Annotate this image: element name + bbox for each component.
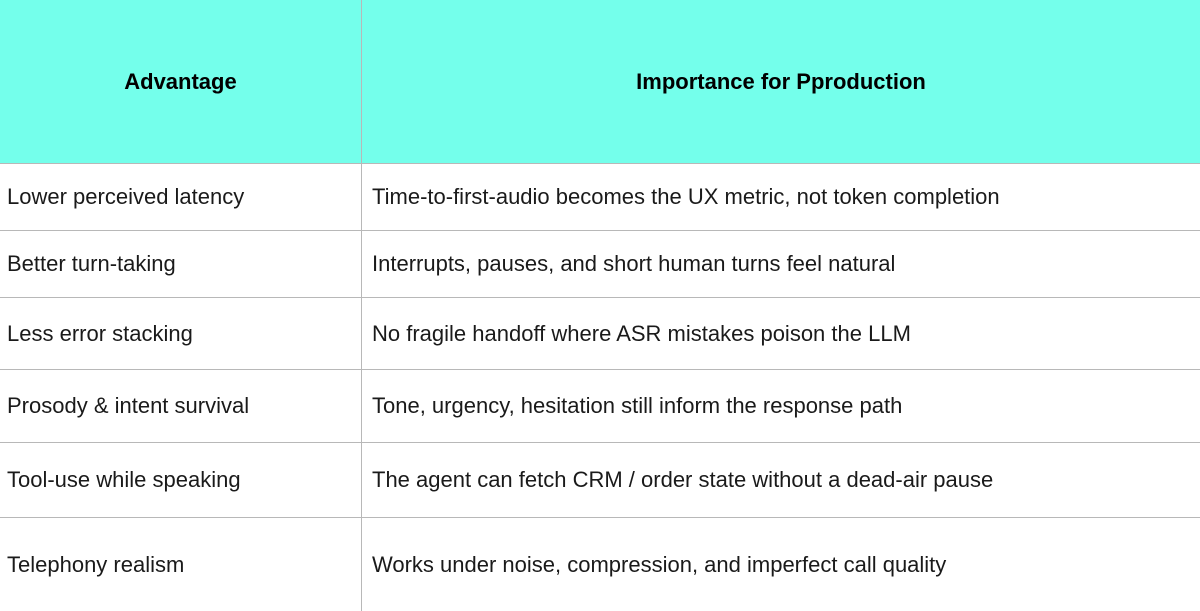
importance-cell: Works under noise, compression, and impe…	[372, 551, 947, 577]
advantage-cell: Lower perceived latency	[0, 164, 362, 230]
importance-cell: No fragile handoff where ASR mistakes po…	[372, 320, 911, 346]
table-row: Lower perceived latency Time-to-first-au…	[0, 164, 1200, 231]
advantage-cell: Tool-use while speaking	[0, 443, 362, 517]
advantage-cell: Prosody & intent survival	[0, 370, 362, 442]
table-row: Better turn-taking Interrupts, pauses, a…	[0, 231, 1200, 298]
advantage-cell: Less error stacking	[0, 298, 362, 369]
table-row: Prosody & intent survival Tone, urgency,…	[0, 370, 1200, 443]
advantage-cell: Telephony realism	[0, 518, 362, 611]
importance-cell: Interrupts, pauses, and short human turn…	[372, 251, 896, 276]
table-row: Telephony realism Works under noise, com…	[0, 518, 1200, 611]
advantage-cell: Better turn-taking	[0, 231, 362, 297]
importance-cell: Tone, urgency, hesitation still inform t…	[372, 393, 903, 418]
header-importance: Importance for Pproduction	[636, 68, 926, 94]
header-advantage: Advantage	[0, 0, 362, 163]
table-row: Tool-use while speaking The agent can fe…	[0, 443, 1200, 518]
table-row: Less error stacking No fragile handoff w…	[0, 298, 1200, 370]
importance-cell: The agent can fetch CRM / order state wi…	[372, 467, 994, 492]
table-header-row: Advantage Importance for Pproduction	[0, 0, 1200, 164]
importance-cell: Time-to-first-audio becomes the UX metri…	[372, 184, 1000, 209]
